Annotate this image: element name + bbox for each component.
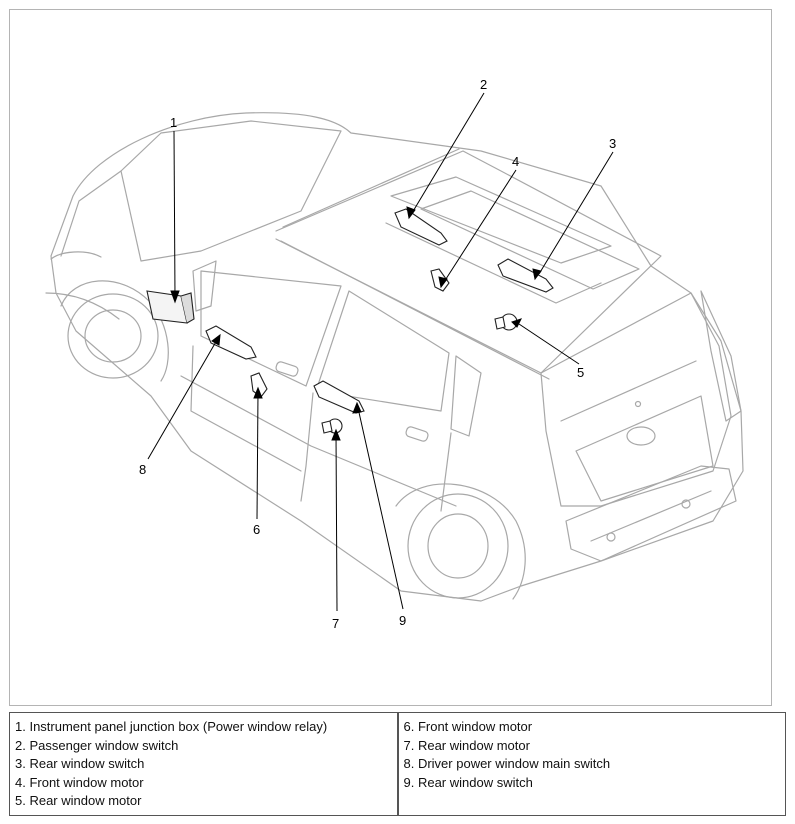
callout-6: 6	[253, 522, 260, 537]
callout-5: 5	[577, 365, 584, 380]
legend-item-4: 4. Front window motor	[15, 774, 144, 790]
callout-1: 1	[170, 115, 177, 130]
legend-item-2: 2. Passenger window switch	[15, 737, 179, 753]
callout-4: 4	[512, 154, 519, 169]
legend-item-1: 1. Instrument panel junction box (Power …	[15, 719, 328, 734]
diagram-frame: 1 2 3 4 5 6 7 8 9	[9, 9, 772, 706]
legend-item-5: 5. Rear window motor	[15, 793, 142, 808]
legend-table: 1. Instrument panel junction box (Power …	[9, 712, 786, 816]
legend-item-9: 9. Rear window switch	[403, 774, 533, 790]
leader-lines	[147, 92, 614, 612]
legend-item-6: 6. Front window motor	[403, 719, 533, 734]
legend-item-8: 8. Driver power window main switch	[403, 756, 611, 771]
legend-item-7: 7. Rear window motor	[403, 737, 530, 753]
legend-item-3: 3. Rear window switch	[15, 756, 145, 771]
vehicle-illustration: 1 2 3 4 5 6 7 8 9	[45, 77, 744, 631]
callout-9: 9	[399, 613, 406, 628]
callout-2: 2	[480, 77, 487, 92]
legend-column-right: 6. Front window motor 7. Rear window mot…	[396, 713, 786, 815]
callout-3: 3	[609, 136, 616, 151]
car-body-outline	[45, 112, 744, 602]
component-shapes	[146, 208, 554, 434]
legend-column-left: 1. Instrument panel junction box (Power …	[10, 713, 397, 815]
callout-8: 8	[139, 462, 146, 477]
callout-7: 7	[332, 616, 339, 631]
